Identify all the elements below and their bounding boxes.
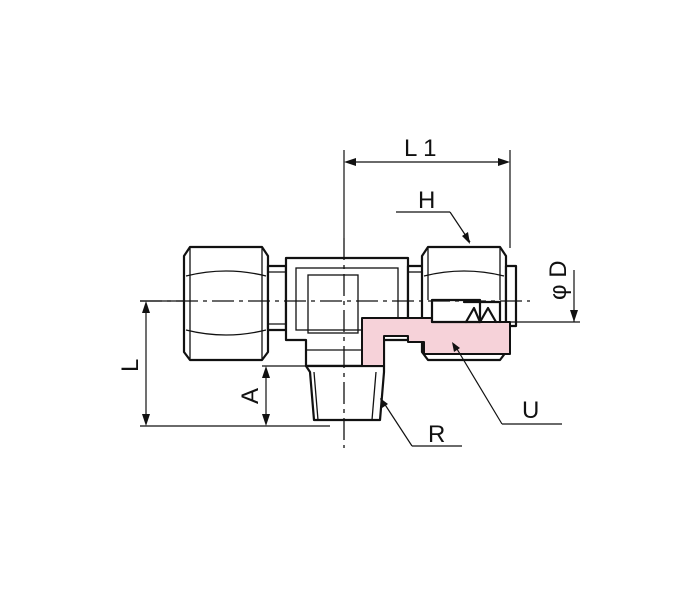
left-hex-nut (182, 245, 288, 362)
dimension-phi-d (500, 270, 580, 323)
label-l1: L 1 (404, 135, 436, 162)
label-h: H (418, 187, 435, 214)
section-highlight (361, 298, 511, 367)
leader-r (380, 398, 462, 447)
dimension-a (262, 365, 306, 426)
label-phi-d: φ D (545, 260, 572, 300)
dimension-l1 (343, 150, 511, 248)
dimension-l (140, 300, 330, 427)
tee-body (284, 256, 410, 368)
label-a: A (237, 388, 264, 404)
label-u: U (522, 397, 539, 424)
threaded-port (304, 364, 386, 422)
label-r: R (428, 421, 445, 448)
leader-h (396, 211, 471, 244)
leader-u (452, 342, 562, 425)
label-l: L (117, 359, 144, 372)
